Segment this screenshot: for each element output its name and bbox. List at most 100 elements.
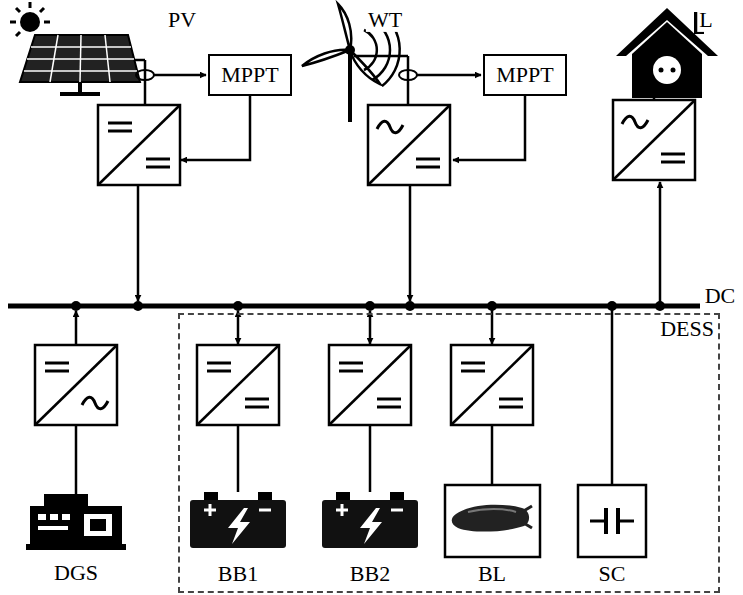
solar-panel-icon: [10, 2, 50, 36]
wt-wiring: [409, 185, 412, 301]
battery-icon: [259, 509, 271, 512]
converter-symbol: [197, 345, 279, 425]
converter-symbol: [661, 154, 685, 162]
supercapacitor-icon: [578, 485, 646, 557]
converter-symbol: [329, 345, 411, 425]
solar-panel-icon: [105, 35, 110, 82]
solar-panel-icon: [40, 8, 44, 12]
storage-wiring: [369, 425, 372, 492]
box-label: MPPT: [496, 63, 553, 87]
solar-panel-icon: [16, 32, 20, 36]
pv-wiring: [144, 60, 147, 105]
converter-symbol: [613, 100, 695, 180]
supercapacitor-icon: [578, 485, 646, 557]
diesel-generator-icon: [50, 514, 58, 520]
battery-label: BB2: [348, 562, 392, 586]
converter-symbol: [329, 345, 411, 425]
mppt-box: MPPT: [483, 54, 567, 96]
battery-icon: [190, 500, 286, 548]
ballast-load-icon: [445, 485, 540, 557]
wind-turbine-icon: [338, 4, 351, 50]
battery-icon: [360, 508, 382, 544]
converter-symbol: [368, 105, 450, 185]
solar-panel-icon: [29, 2, 32, 8]
supercapacitor-icon: [604, 508, 608, 534]
wind-turbine-icon: [302, 50, 350, 66]
battery-icon: [336, 504, 403, 516]
diesel-generator-icon: [38, 526, 68, 530]
dc-bus: [365, 301, 375, 311]
supercapacitor-icon: [590, 520, 606, 523]
converter-symbol: [207, 363, 231, 371]
storage-wiring: [75, 311, 78, 345]
ballast-label: BL: [476, 562, 508, 586]
ballast-load-icon: [445, 485, 540, 557]
battery-icon: [390, 492, 404, 500]
battery-icon: [391, 509, 403, 512]
converter-symbol: [98, 105, 180, 185]
dc-bus: [405, 301, 415, 311]
wind-turbine-icon: [364, 30, 377, 70]
storage-wiring: [611, 309, 614, 485]
battery-icon: [204, 492, 218, 500]
storage-wiring: [491, 425, 494, 485]
wind-turbine-icon: [345, 45, 355, 55]
battery-label: BB1: [216, 562, 260, 586]
mppt-box: MPPT: [208, 54, 292, 96]
ballast-load-icon: [452, 505, 529, 532]
load-label: L: [697, 8, 714, 32]
supercapacitor-icon: [618, 520, 634, 523]
converter-symbol: [98, 105, 180, 185]
storage-wiring: [237, 311, 240, 344]
pv-wiring: [181, 95, 250, 160]
battery-icon: [322, 500, 418, 548]
converter-symbol: [197, 345, 279, 425]
solar-panel-icon: [20, 12, 40, 32]
dc-bus: [8, 301, 700, 311]
battery-icon: [204, 504, 271, 516]
wt-wiring: [399, 70, 417, 80]
diesel-generator-icon: [84, 514, 112, 536]
converter-symbol: [82, 397, 108, 409]
load-house-icon: [616, 8, 718, 98]
pv-wiring: [154, 74, 206, 77]
battery-icon: [228, 508, 250, 544]
converter-symbol: [35, 100, 695, 425]
source-label: WT: [366, 8, 404, 32]
converter-symbol: [368, 105, 450, 185]
diesel-generator-icon: [30, 506, 122, 546]
load-wiring: [659, 182, 662, 304]
diesel-generator-icon: [44, 494, 88, 508]
solar-panel-icon: [134, 59, 145, 62]
converter-symbol: [416, 159, 440, 167]
load-house-icon: [653, 56, 681, 84]
converter-symbol: [339, 363, 363, 371]
diesel-generator-icon: [90, 519, 106, 531]
solar-panel-icon: [44, 21, 50, 24]
ballast-load-icon: [468, 509, 516, 512]
load-house-icon: [632, 22, 702, 98]
storage-wiring: [76, 309, 612, 494]
box-label: MPPT: [221, 63, 278, 87]
solar-panel-icon: [10, 2, 145, 94]
source-label: PV: [166, 8, 198, 32]
battery-icon: [336, 492, 350, 500]
storage-wiring: [75, 425, 78, 494]
converter-symbol: [622, 116, 648, 128]
dc-bus: [71, 301, 81, 311]
diesel-generator-icon: [62, 514, 70, 520]
dc-bus: [233, 301, 243, 311]
converter-symbol: [461, 363, 485, 371]
converter-symbol: [451, 345, 533, 425]
diesel-generator-icon: [26, 494, 126, 550]
dc-bus: [8, 304, 700, 309]
supercapacitor-icon: [616, 508, 620, 534]
converter-symbol: [45, 363, 69, 371]
storage-wiring: [369, 311, 372, 344]
converter-symbol: [613, 100, 695, 180]
converter-symbol: [35, 345, 117, 425]
solar-panel-icon: [10, 21, 16, 24]
load-house-icon: [671, 68, 676, 73]
capacitor-label: SC: [597, 562, 628, 586]
